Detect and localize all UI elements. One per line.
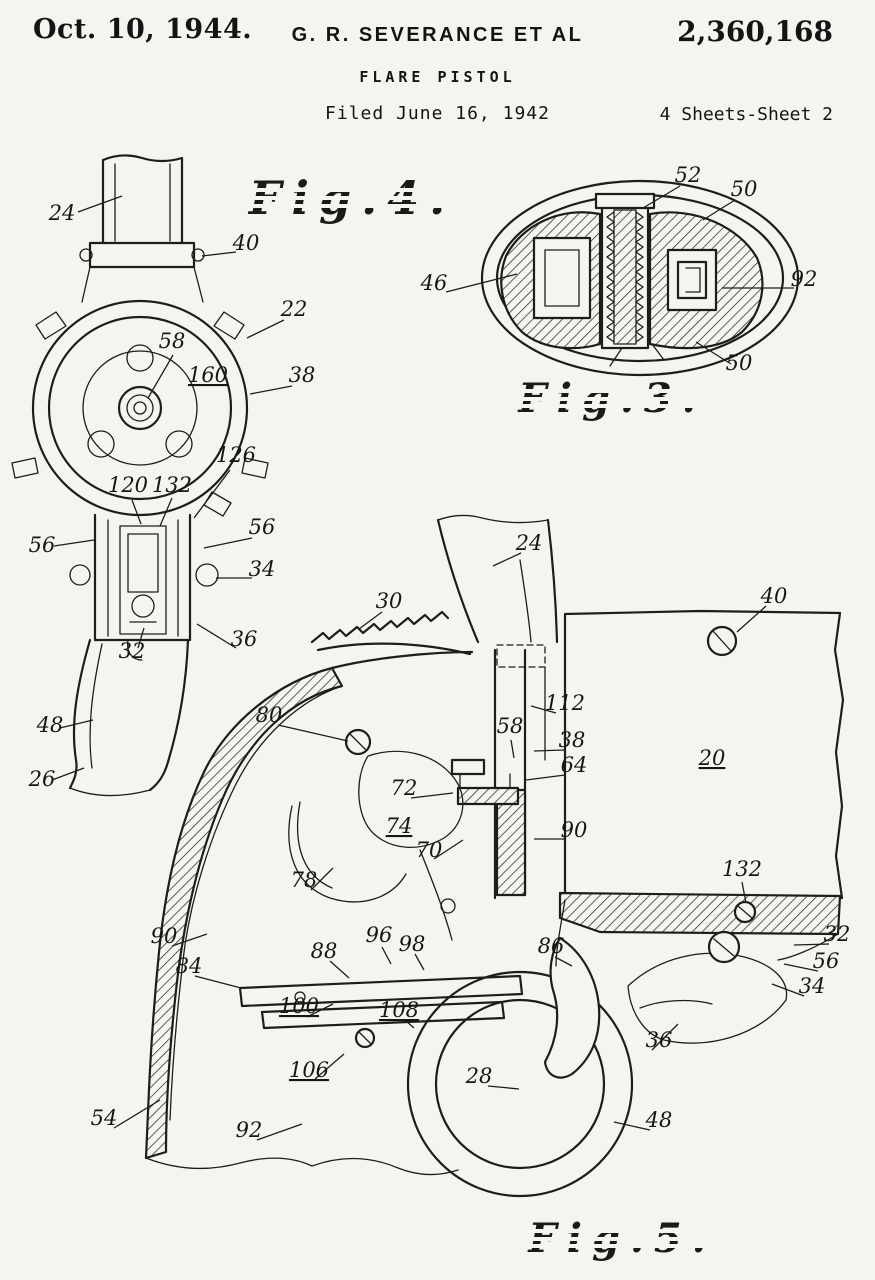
fig5-ref-labels: 24 30 40 112 58 38 64 20 72 80 74 70 90 … [91,531,851,1142]
ref-label: 56 [813,949,840,973]
filed-date: Filed June 16, 1942 [325,103,550,124]
ref-label: 56 [29,533,56,557]
ref-label: 40 [760,584,788,608]
ref-label: 58 [497,714,524,738]
ref-label: 92 [236,1118,263,1142]
fig4-drawing [11,154,269,797]
ref-label: 86 [538,934,565,958]
ref-label: 98 [399,932,426,956]
ref-label: 34 [249,557,276,581]
ref-label: 106 [289,1058,329,1082]
ref-label: 32 [824,922,851,946]
ref-label: 54 [91,1106,118,1130]
sheet-number: 4 Sheets-Sheet 2 [659,104,833,125]
ref-label: 120 [108,473,148,497]
ref-label: 78 [291,868,318,892]
fig4-title: Fig.4. [210,171,495,225]
ref-label: 22 [280,297,308,321]
fig3-title: Fig.3. [495,375,730,422]
ref-label: 112 [545,691,585,715]
ref-label: 30 [376,589,403,613]
ref-label: 46 [420,271,448,295]
ref-label: 28 [465,1064,493,1088]
fig5-drawing [144,514,845,1198]
ref-label: 48 [645,1108,673,1132]
inventor-name: G. R. SEVERANCE ET AL [291,24,584,46]
ref-label: 24 [48,201,76,225]
invention-title: FLARE PISTOL [359,68,516,86]
patent-number: 2,360,168 [677,15,833,48]
ref-label: 34 [799,974,826,998]
ref-label: 50 [726,351,753,375]
ref-label: 36 [646,1028,673,1052]
ref-label: 88 [311,939,338,963]
ref-label: 32 [119,639,146,663]
ref-label: 38 [289,363,316,387]
ref-label: 56 [249,515,276,539]
fig3-drawing [480,179,800,377]
ref-label: 40 [232,231,260,255]
ref-label: 126 [216,443,256,467]
ref-label: 38 [559,728,586,752]
ref-label: 50 [731,177,758,201]
ref-label: 74 [386,814,413,838]
ref-label: 90 [151,924,178,948]
ref-label: 80 [256,703,283,727]
ref-label: 132 [152,473,192,497]
ref-label: 132 [722,857,762,881]
ref-label: 64 [561,753,588,777]
fig5-title: Fig.5. [505,1215,740,1262]
ref-label: 108 [379,998,419,1022]
fig3-ref-labels: 52 50 46 92 50 [420,163,818,375]
patent-date: Oct. 10, 1944. [33,14,253,45]
ref-label: 96 [366,923,393,947]
ref-label: 84 [176,954,203,978]
ref-label: 48 [36,713,64,737]
fig3-leader-lines [445,185,794,365]
ref-label: 92 [791,267,818,291]
ref-label: 70 [416,838,443,862]
ref-label: 90 [561,818,588,842]
fig4-leader-lines [51,195,293,781]
ref-label: 72 [391,776,418,800]
ref-label: 52 [675,163,702,187]
ref-label: 20 [698,746,726,770]
fig5-leader-lines [113,552,830,1141]
ref-label: 160 [188,363,228,387]
ref-label: 26 [28,767,56,791]
ref-label: 36 [231,627,258,651]
ref-label: 58 [159,329,186,353]
ref-label: 24 [515,531,543,555]
fig4-ref-labels: 24 40 22 58 160 38 126 120 132 56 56 34 … [28,201,316,791]
ref-label: 100 [279,994,319,1018]
